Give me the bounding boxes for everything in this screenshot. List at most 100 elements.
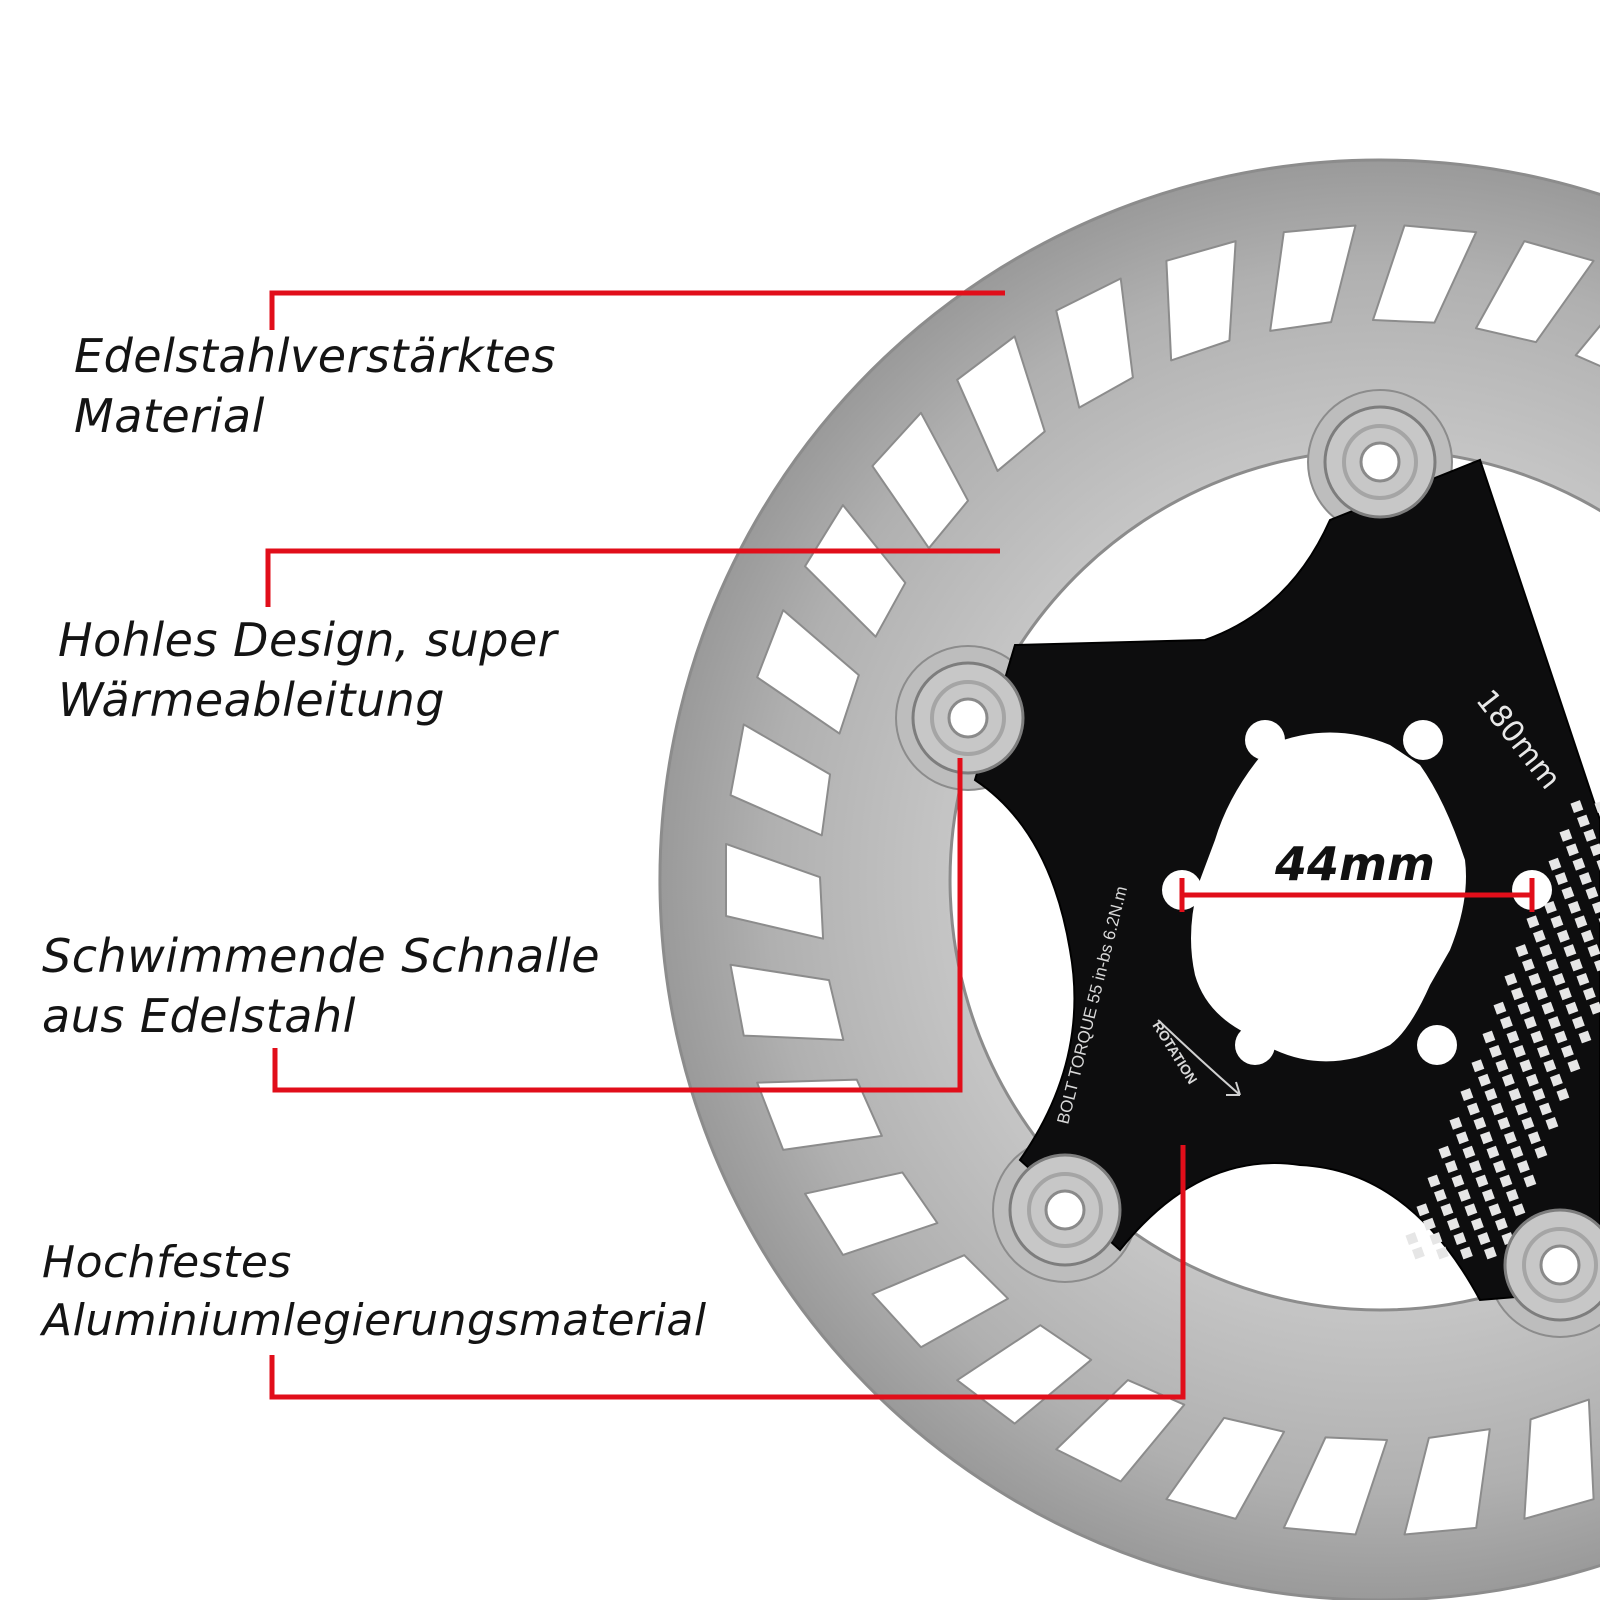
cooling-slot	[1474, 240, 1595, 344]
rivet-ring	[930, 680, 1006, 756]
checker-square	[1556, 1088, 1570, 1101]
rivet-hole	[1044, 1189, 1086, 1231]
rivet-ring	[1342, 424, 1418, 500]
rotor-disc	[658, 158, 1600, 1600]
checker-square	[1490, 1102, 1504, 1116]
checker-square	[1451, 1174, 1465, 1188]
cooling-slot	[724, 842, 825, 940]
checker-square	[1488, 1044, 1502, 1058]
checker-square	[1546, 958, 1559, 972]
checker-square	[1544, 900, 1557, 914]
callout-line: Wärmeableitung	[58, 673, 445, 727]
checker-square	[1423, 1217, 1436, 1231]
checker-square	[1535, 987, 1548, 1001]
cooling-slot	[729, 723, 832, 837]
checker-square	[1493, 1001, 1507, 1015]
checker-square	[1532, 1088, 1546, 1101]
rotation-arrow-icon	[1157, 1019, 1241, 1096]
bolt-spacing-dimension: 44mm	[1179, 837, 1535, 912]
callout-line: Edelstahlverstärktes	[74, 329, 556, 383]
bolt-spacing-label: 44mm	[1274, 837, 1435, 891]
cooling-slot	[956, 335, 1046, 472]
checker-square	[1471, 1059, 1485, 1073]
checker-square	[1560, 1044, 1574, 1058]
checker-square	[1566, 843, 1579, 857]
leader-line-stainless	[269, 290, 1005, 330]
checker-square	[1552, 972, 1566, 986]
checker-square	[1550, 915, 1564, 929]
cooling-slot	[756, 1078, 883, 1151]
checker-square	[1467, 1102, 1480, 1116]
checker-square	[1512, 1203, 1526, 1217]
checker-square	[1460, 1088, 1474, 1101]
checker-square	[1530, 1030, 1544, 1044]
checker-square	[1524, 1016, 1537, 1029]
leader-line-aluminium	[269, 1145, 1186, 1400]
leader-lines	[265, 290, 1186, 1400]
checker-square	[1543, 1059, 1557, 1073]
checker-square	[1587, 944, 1600, 957]
checker-square	[1513, 1044, 1526, 1058]
checker-square	[1445, 1160, 1458, 1173]
cooling-slot	[1269, 224, 1357, 332]
cooling-slot	[756, 609, 860, 735]
checker-square	[1554, 1030, 1568, 1044]
checker-square	[1460, 1246, 1473, 1260]
checker-square	[1495, 1059, 1509, 1073]
checker-square	[1464, 1203, 1478, 1217]
rivet-hole	[1539, 1244, 1581, 1286]
bolt-hole	[1245, 720, 1285, 760]
checker-square	[1501, 1073, 1515, 1087]
checker-square	[1572, 857, 1586, 871]
cooling-slot	[1282, 1436, 1389, 1536]
checker-square	[1577, 814, 1590, 828]
checker-square	[1436, 1246, 1449, 1260]
checker-square	[1565, 1001, 1579, 1015]
checker-square	[1515, 944, 1529, 957]
checker-square	[1484, 1088, 1498, 1101]
checker-square	[1434, 1188, 1447, 1202]
checker-square	[1482, 1030, 1496, 1044]
rivet-hole	[1359, 441, 1401, 483]
checker-square	[1517, 1001, 1531, 1015]
cooling-slot	[1371, 224, 1478, 324]
checker-square	[1503, 1131, 1517, 1145]
checker-square	[1583, 987, 1596, 1001]
checker-square	[1525, 1073, 1539, 1087]
checker-square	[1493, 1160, 1506, 1173]
bolt-hole	[1403, 720, 1443, 760]
rivet-hole	[947, 697, 989, 739]
checker-square	[1568, 900, 1581, 914]
checker-square	[1594, 958, 1600, 972]
checker-square	[1405, 1232, 1419, 1245]
callout-line: Hohles Design, super	[58, 613, 558, 667]
callout-stainless-reinforced: Edelstahlverstärktes Material	[74, 326, 556, 446]
callout-line: Material	[74, 389, 265, 443]
checker-square	[1557, 929, 1570, 943]
checker-square	[1438, 1145, 1452, 1159]
checker-square	[1555, 872, 1568, 885]
checker-square	[1506, 1188, 1519, 1202]
checker-square	[1416, 1203, 1430, 1217]
checker-square	[1526, 915, 1540, 929]
checker-square	[1462, 1145, 1476, 1159]
cooling-slot	[871, 1254, 1009, 1349]
checker-square	[1427, 1174, 1441, 1188]
cooling-slot	[1165, 1416, 1286, 1520]
checker-square	[1510, 1145, 1524, 1159]
checker-square	[1471, 1217, 1484, 1231]
leader-line-rivet	[272, 758, 963, 1093]
checker-square	[1478, 1073, 1491, 1087]
checker-square	[1589, 1001, 1600, 1015]
checker-square	[1545, 1116, 1559, 1130]
checker-square	[1539, 944, 1553, 957]
checker-square	[1447, 1217, 1460, 1231]
checker-square	[1519, 1059, 1533, 1073]
callout-hollow-design: Hohles Design, super Wärmeableitung	[58, 610, 557, 730]
checker-square	[1504, 972, 1518, 986]
checker-square	[1559, 828, 1573, 842]
checker-square	[1486, 1145, 1500, 1159]
checker-square	[1456, 1131, 1469, 1145]
checker-square	[1550, 1073, 1563, 1087]
